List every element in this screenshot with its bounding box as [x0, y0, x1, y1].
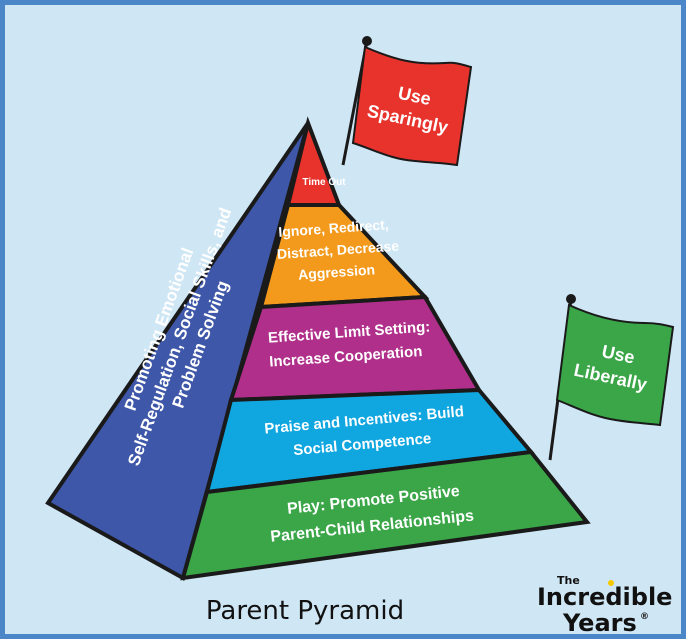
diagram-caption: Parent Pyramid	[206, 596, 404, 626]
layer-ignore-line-1: Ignore, Redirect,	[278, 216, 389, 240]
logo-small-text: The	[557, 574, 580, 587]
logo-line-1: Incredible	[537, 583, 672, 611]
flag-use-liberally: Use Liberally	[548, 294, 675, 461]
flag-bottom-pole-knob	[566, 294, 576, 304]
logo-line-2: Years	[562, 609, 637, 637]
layer-time-out-label: Time Out	[302, 177, 346, 188]
logo-registered-mark: ®	[640, 612, 649, 622]
parent-pyramid-diagram: Promoting Emotional Self-Regulation, Soc…	[45, 36, 675, 637]
layer-play	[180, 449, 591, 581]
flag-use-sparingly: Use Sparingly	[341, 36, 473, 167]
flag-top-cloth	[351, 45, 473, 167]
incredible-years-logo: The Incredible Years ®	[537, 574, 672, 637]
flag-bottom-cloth	[555, 303, 675, 427]
flag-top-pole-knob	[362, 36, 372, 46]
logo-dot	[608, 580, 614, 586]
layer-ignore-line-3: Aggression	[298, 261, 376, 282]
